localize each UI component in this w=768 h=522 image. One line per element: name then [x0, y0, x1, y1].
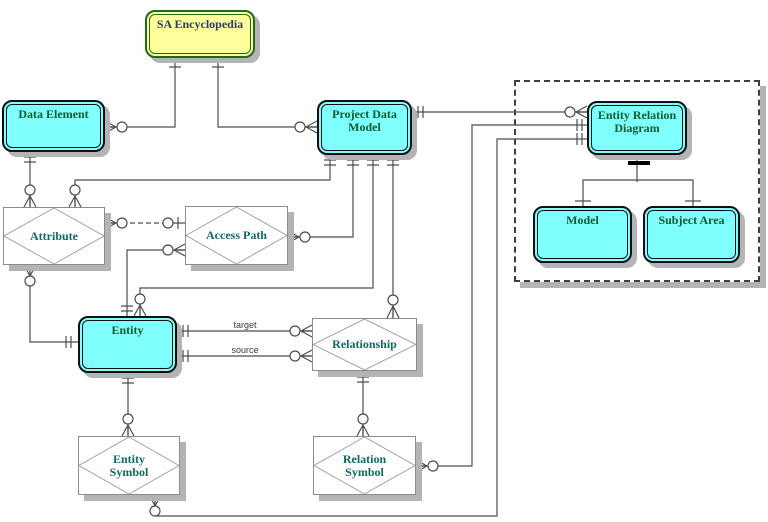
node-label: Subject Area — [658, 213, 725, 227]
node-label: Relation Symbol — [342, 451, 387, 479]
node-label: Attribute — [30, 228, 78, 243]
edge-label-source: source — [231, 345, 259, 355]
optionality-circle-icons — [24, 106, 576, 517]
node-label: Entity Symbol — [109, 451, 149, 479]
edge-label-target: target — [233, 320, 257, 330]
node-project-data-model[interactable]: Project Data Model — [317, 100, 412, 155]
node-relationship[interactable]: Relationship — [312, 318, 417, 371]
node-sa-encyclopedia[interactable]: SA Encyclopedia — [145, 10, 255, 58]
node-relation-symbol[interactable]: Relation Symbol — [313, 436, 416, 495]
node-model[interactable]: Model — [533, 206, 632, 263]
node-subject-area[interactable]: Subject Area — [643, 206, 740, 263]
node-label: Data Element — [18, 107, 89, 121]
node-label: Project Data Model — [332, 107, 397, 134]
node-label: SA Encyclopedia — [156, 17, 244, 31]
diamond-shape-icon — [313, 319, 416, 370]
node-label: Entity — [111, 323, 144, 337]
node-access-path[interactable]: Access Path — [185, 206, 288, 265]
node-entity-symbol[interactable]: Entity Symbol — [78, 436, 180, 495]
node-label: Relationship — [332, 337, 397, 351]
cardinality-bar-icons — [24, 61, 701, 384]
node-entity-relation-diagram[interactable]: Entity Relation Diagram — [587, 101, 687, 155]
node-label: Access Path — [206, 228, 267, 242]
crows-foot-icons — [23, 105, 588, 507]
node-label: Entity Relation Diagram — [597, 108, 677, 135]
diamond-shape-icon — [4, 208, 104, 264]
diamond-shape-icon — [314, 437, 415, 494]
node-attribute[interactable]: Attribute — [3, 207, 105, 265]
diamond-shape-icon — [79, 437, 179, 494]
node-entity[interactable]: Entity — [78, 316, 177, 373]
node-data-element[interactable]: Data Element — [2, 100, 105, 152]
node-label: Model — [566, 213, 599, 227]
diamond-shape-icon — [186, 207, 287, 264]
